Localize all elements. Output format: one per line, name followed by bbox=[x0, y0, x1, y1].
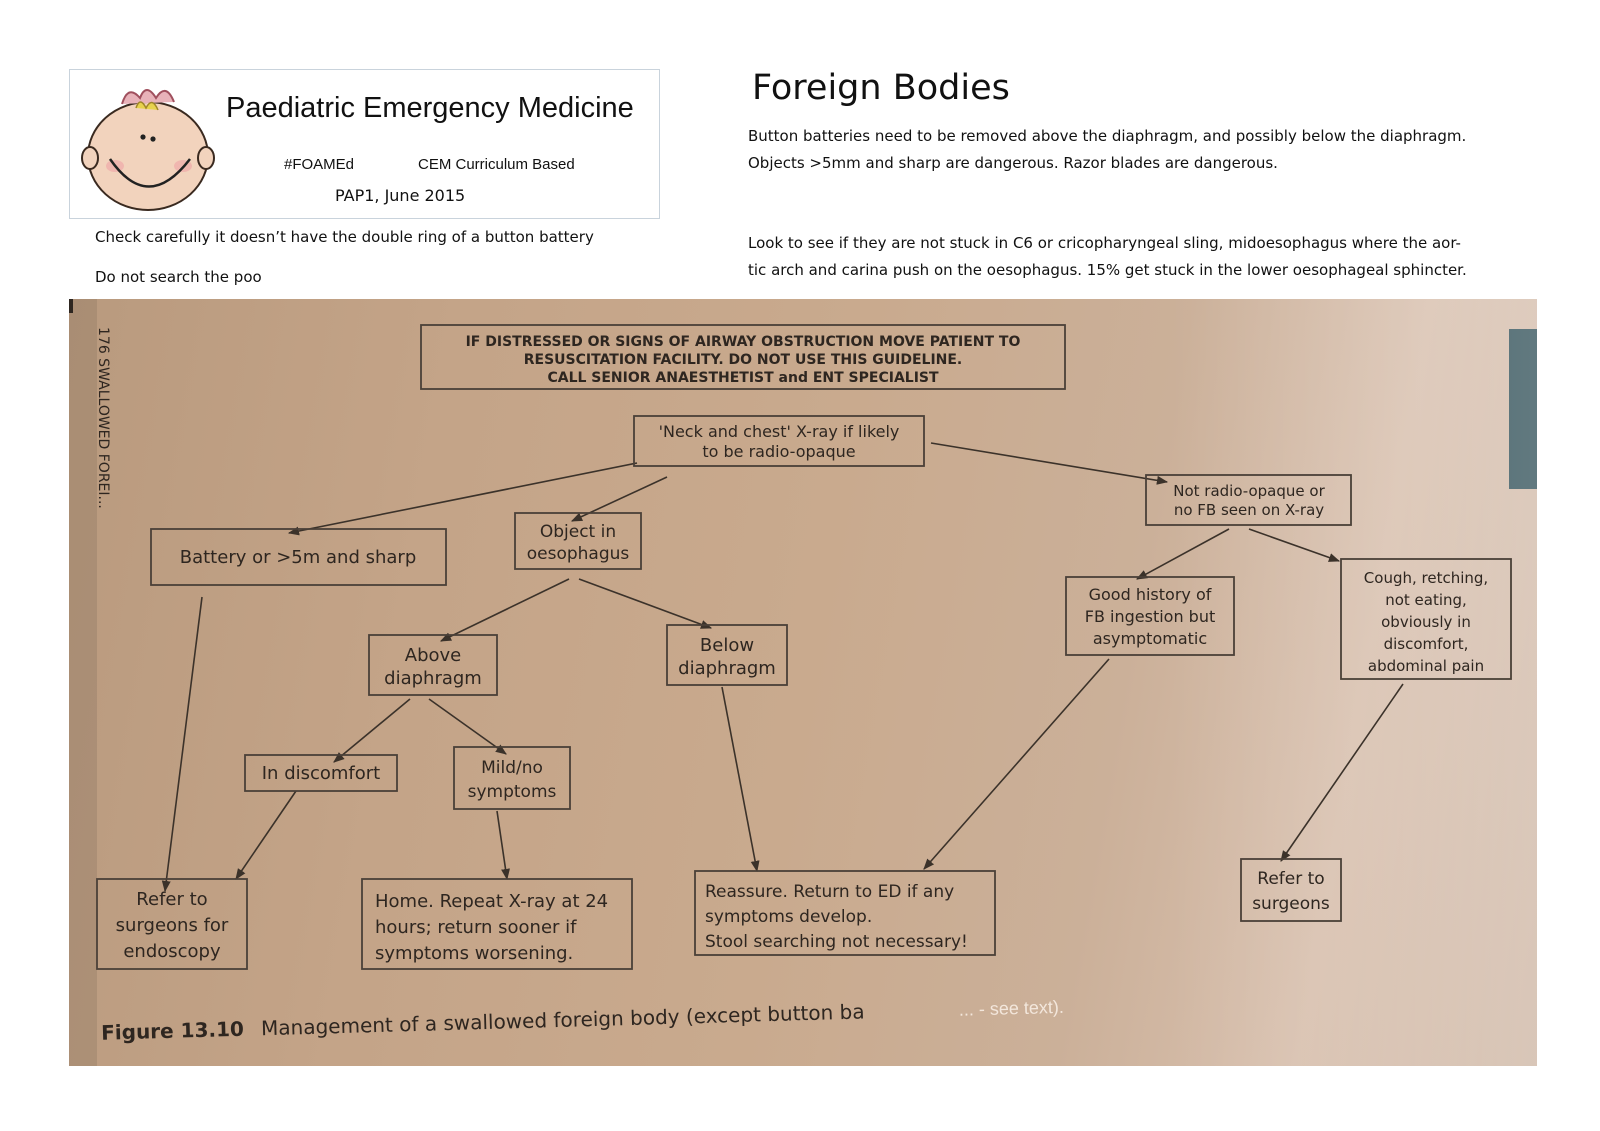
discomfort-label: In discomfort bbox=[262, 763, 381, 784]
paragraph-sites-line-1: Look to see if they are not stuck in C6 … bbox=[748, 234, 1461, 252]
paragraph-sites: Look to see if they are not stuck in C6 … bbox=[748, 230, 1508, 284]
cough-line-3: obviously in bbox=[1381, 613, 1471, 631]
box-battery bbox=[150, 528, 447, 586]
figure-number: Figure 13.10 bbox=[101, 1017, 244, 1045]
mild-line-2: symptoms bbox=[468, 782, 557, 802]
warning-line-1: IF DISTRESSED OR SIGNS OF AIRWAY OBSTRUC… bbox=[466, 334, 1021, 350]
reassure-line-1: Reassure. Return to ED if any bbox=[705, 882, 954, 902]
arrow-not-opaque-to-history bbox=[1136, 528, 1230, 580]
arrow-battery-to-refer bbox=[161, 596, 203, 893]
cough-line-2: not eating, bbox=[1385, 591, 1467, 609]
refer-surgeons-line-1: Refer to bbox=[1257, 869, 1324, 889]
xray-line-2: to be radio-opaque bbox=[702, 442, 855, 461]
box-above bbox=[368, 634, 498, 696]
good-history-line-3: asymptomatic bbox=[1093, 629, 1207, 648]
box-mild bbox=[453, 746, 571, 810]
box-not-opaque bbox=[1145, 474, 1352, 526]
box-xray bbox=[633, 415, 925, 467]
baby-face-logo-icon bbox=[81, 89, 215, 211]
oesophagus-line-2: oesophagus bbox=[527, 544, 630, 564]
reassure-line-2: symptoms develop. bbox=[705, 907, 872, 927]
arrow-history-to-reassure bbox=[923, 658, 1110, 870]
box-reassure bbox=[694, 870, 996, 956]
warning-line-2: RESUSCITATION FACILITY. DO NOT USE THIS … bbox=[524, 352, 963, 368]
arrow-xray-to-not-opaque bbox=[930, 442, 1169, 485]
side-running-head: 176 SWALLOWED FOREI... bbox=[95, 327, 111, 509]
box-warning bbox=[420, 324, 1066, 390]
light-glare bbox=[1169, 299, 1537, 1066]
above-line-1: Above bbox=[405, 645, 461, 666]
header-title: Paediatric Emergency Medicine bbox=[226, 92, 634, 124]
arrow-xray-to-oesophagus bbox=[570, 476, 668, 522]
box-good-history bbox=[1065, 576, 1235, 656]
cough-line-1: Cough, retching, bbox=[1364, 569, 1488, 587]
header-tag-curriculum: CEM Curriculum Based bbox=[418, 156, 575, 173]
below-line-2: diaphragm bbox=[678, 658, 776, 679]
arrow-above-to-discomfort bbox=[333, 698, 411, 763]
box-oesophagus bbox=[514, 512, 642, 570]
page-title: Foreign Bodies bbox=[752, 68, 1010, 108]
mild-line-1: Mild/no bbox=[481, 758, 543, 778]
good-history-line-2: FB ingestion but bbox=[1085, 607, 1216, 626]
box-discomfort bbox=[244, 754, 398, 792]
arrow-xray-to-battery bbox=[287, 462, 638, 536]
paragraph-batteries: Button batteries need to be removed abov… bbox=[748, 123, 1508, 177]
above-line-2: diaphragm bbox=[384, 668, 482, 689]
flowchart-diagram: 176 SWALLOWED FOREI... bbox=[69, 299, 1537, 1066]
xray-line-1: 'Neck and chest' X-ray if likely bbox=[659, 422, 900, 441]
refer-endoscopy-line-2: surgeons for bbox=[116, 915, 229, 936]
warning-line-3: CALL SENIOR ANAESTHETIST and ENT SPECIAL… bbox=[547, 370, 939, 386]
arrow-cough-to-refer bbox=[1280, 683, 1404, 862]
flowchart-arrows bbox=[161, 442, 1404, 893]
box-cough bbox=[1340, 558, 1512, 680]
refer-endoscopy-line-1: Refer to bbox=[136, 889, 207, 910]
box-refer-endoscopy bbox=[96, 878, 248, 970]
figure-caption: Management of a swallowed foreign body (… bbox=[261, 999, 865, 1040]
paragraph-batteries-line-1: Button batteries need to be removed abov… bbox=[748, 127, 1467, 145]
battery-label: Battery or >5m and sharp bbox=[180, 547, 417, 568]
home-line-1: Home. Repeat X-ray at 24 bbox=[375, 891, 608, 912]
side-marker bbox=[69, 299, 73, 313]
box-home bbox=[361, 878, 633, 970]
refer-surgeons-line-2: surgeons bbox=[1252, 894, 1330, 914]
arrow-not-opaque-to-cough bbox=[1248, 528, 1341, 562]
binding-shadow bbox=[69, 299, 97, 1066]
arrow-oesophagus-to-above bbox=[439, 578, 570, 642]
header-tag-foamed: #FOAMEd bbox=[284, 156, 355, 173]
good-history-line-1: Good history of bbox=[1089, 585, 1212, 604]
below-line-1: Below bbox=[700, 635, 754, 656]
note-battery-check: Check carefully it doesn’t have the doub… bbox=[95, 228, 594, 246]
paragraph-batteries-line-2: Objects >5mm and sharp are dangerous. Ra… bbox=[748, 154, 1278, 172]
arrow-mild-to-home bbox=[496, 810, 510, 881]
figure-caption-faded: ... - see text). bbox=[959, 997, 1065, 1020]
home-line-2: hours; return sooner if bbox=[375, 917, 577, 938]
not-opaque-line-1: Not radio-opaque or bbox=[1173, 482, 1325, 500]
header-date: PAP1, June 2015 bbox=[335, 186, 466, 205]
arrow-oesophagus-to-below bbox=[578, 578, 713, 629]
home-line-3: symptoms worsening. bbox=[375, 943, 573, 964]
arrow-discomfort-to-refer bbox=[235, 790, 297, 880]
arrow-above-to-mild bbox=[428, 698, 507, 755]
arrow-below-to-reassure bbox=[721, 686, 760, 873]
paragraph-sites-line-2: tic arch and carina push on the oesophag… bbox=[748, 261, 1467, 279]
refer-endoscopy-line-3: endoscopy bbox=[123, 941, 221, 962]
flowchart-photo: 176 SWALLOWED FOREI... bbox=[69, 299, 1537, 1066]
cough-line-4: discomfort, bbox=[1384, 635, 1469, 653]
reassure-line-3: Stool searching not necessary! bbox=[705, 932, 968, 952]
oesophagus-line-1: Object in bbox=[540, 522, 616, 542]
header-logo-box: Paediatric Emergency Medicine #FOAMEd CE… bbox=[69, 69, 660, 219]
not-opaque-line-2: no FB seen on X-ray bbox=[1174, 501, 1324, 519]
box-refer-surgeons bbox=[1240, 858, 1342, 922]
note-poo: Do not search the poo bbox=[95, 268, 262, 286]
cough-line-5: abdominal pain bbox=[1368, 657, 1484, 675]
box-below bbox=[666, 624, 788, 686]
